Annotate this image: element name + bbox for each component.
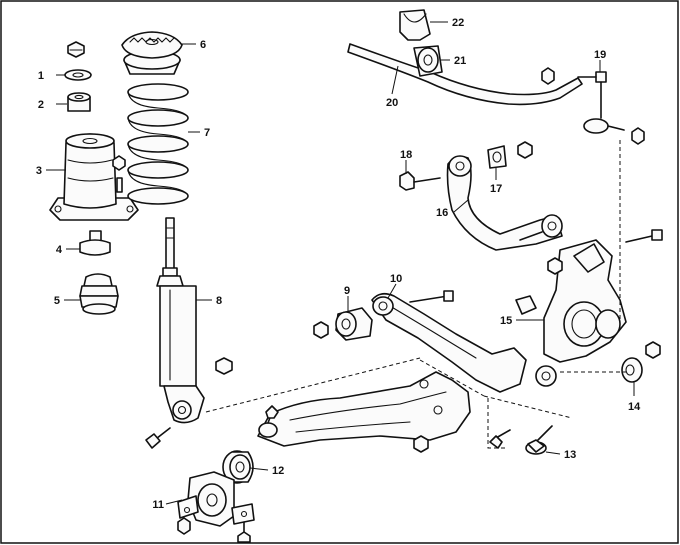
part-4-bump-stop [79, 230, 111, 256]
strut-nut [67, 41, 85, 58]
callout-18: 18 [400, 149, 412, 161]
callout-15: 15 [500, 315, 512, 327]
callout-4: 4 [56, 244, 63, 256]
part-18-bolt [399, 171, 441, 191]
lower-arm-nut [413, 435, 429, 453]
part-17-bushing [487, 145, 507, 169]
callout-17: 17 [490, 183, 502, 195]
part-14-nut [645, 341, 661, 359]
callout-12: 12 [272, 465, 284, 477]
part-21-stabilizer-bushing [413, 45, 443, 77]
part-8-shock-absorber [156, 217, 205, 424]
lower-suspension-arm [257, 371, 471, 447]
part-7-coil-spring [127, 83, 189, 205]
center-bolt [489, 429, 511, 449]
callout-5: 5 [54, 295, 60, 307]
part-10-trailing-arm [371, 292, 527, 393]
callout-1: 1 [38, 70, 44, 82]
callout-3: 3 [36, 165, 42, 177]
part-14-bushing [621, 357, 643, 383]
callout-11: 11 [152, 499, 164, 511]
shock-lower-bolt [145, 427, 171, 449]
mount-nut [112, 155, 126, 193]
bracket-bolt [237, 521, 251, 543]
trailing-arm-bolt [409, 290, 454, 303]
ball-joint [258, 405, 279, 438]
bushing-9-nut [313, 321, 329, 339]
callout-13: 13 [564, 449, 576, 461]
callout-10: 10 [390, 273, 402, 285]
part-6-upper-spring-seat [121, 31, 183, 75]
part-16-upper-arm [446, 155, 563, 251]
callout-22: 22 [452, 17, 464, 29]
callout-8: 8 [216, 295, 222, 307]
upper-arm-bolt [519, 231, 543, 241]
callout-9: 9 [344, 285, 350, 297]
part-22-bushing-bracket [399, 9, 431, 41]
part-12-bushing [222, 450, 254, 484]
bracket-nut [177, 517, 191, 535]
part-11-bracket [177, 471, 255, 527]
callout-6: 6 [200, 39, 206, 51]
alignment-lines [205, 140, 628, 449]
part-19-stabilizer-link [577, 71, 625, 134]
part-15-knuckle [515, 239, 627, 387]
part-13-bolt [525, 425, 553, 455]
part-5-bump-stopper [79, 273, 119, 315]
callout-14: 14 [628, 401, 641, 413]
part-3-upper-mount-boot [49, 133, 139, 221]
callout-19: 19 [594, 49, 606, 61]
callout-16: 16 [436, 207, 448, 219]
callout-2: 2 [38, 99, 44, 111]
upper-arm-nut [517, 141, 533, 159]
leader-lines [46, 21, 635, 505]
callout-7: 7 [204, 127, 210, 139]
shock-nut [215, 357, 233, 375]
callout-21: 21 [454, 55, 466, 67]
stabilizer-nut [541, 67, 555, 85]
part-1-washer [64, 69, 92, 81]
link-nut [631, 127, 645, 145]
knuckle-nut [547, 257, 563, 275]
callout-20: 20 [386, 97, 398, 109]
part-2-bushing [67, 92, 91, 112]
part-9-bushing [335, 307, 373, 341]
knuckle-bolt [625, 229, 663, 243]
